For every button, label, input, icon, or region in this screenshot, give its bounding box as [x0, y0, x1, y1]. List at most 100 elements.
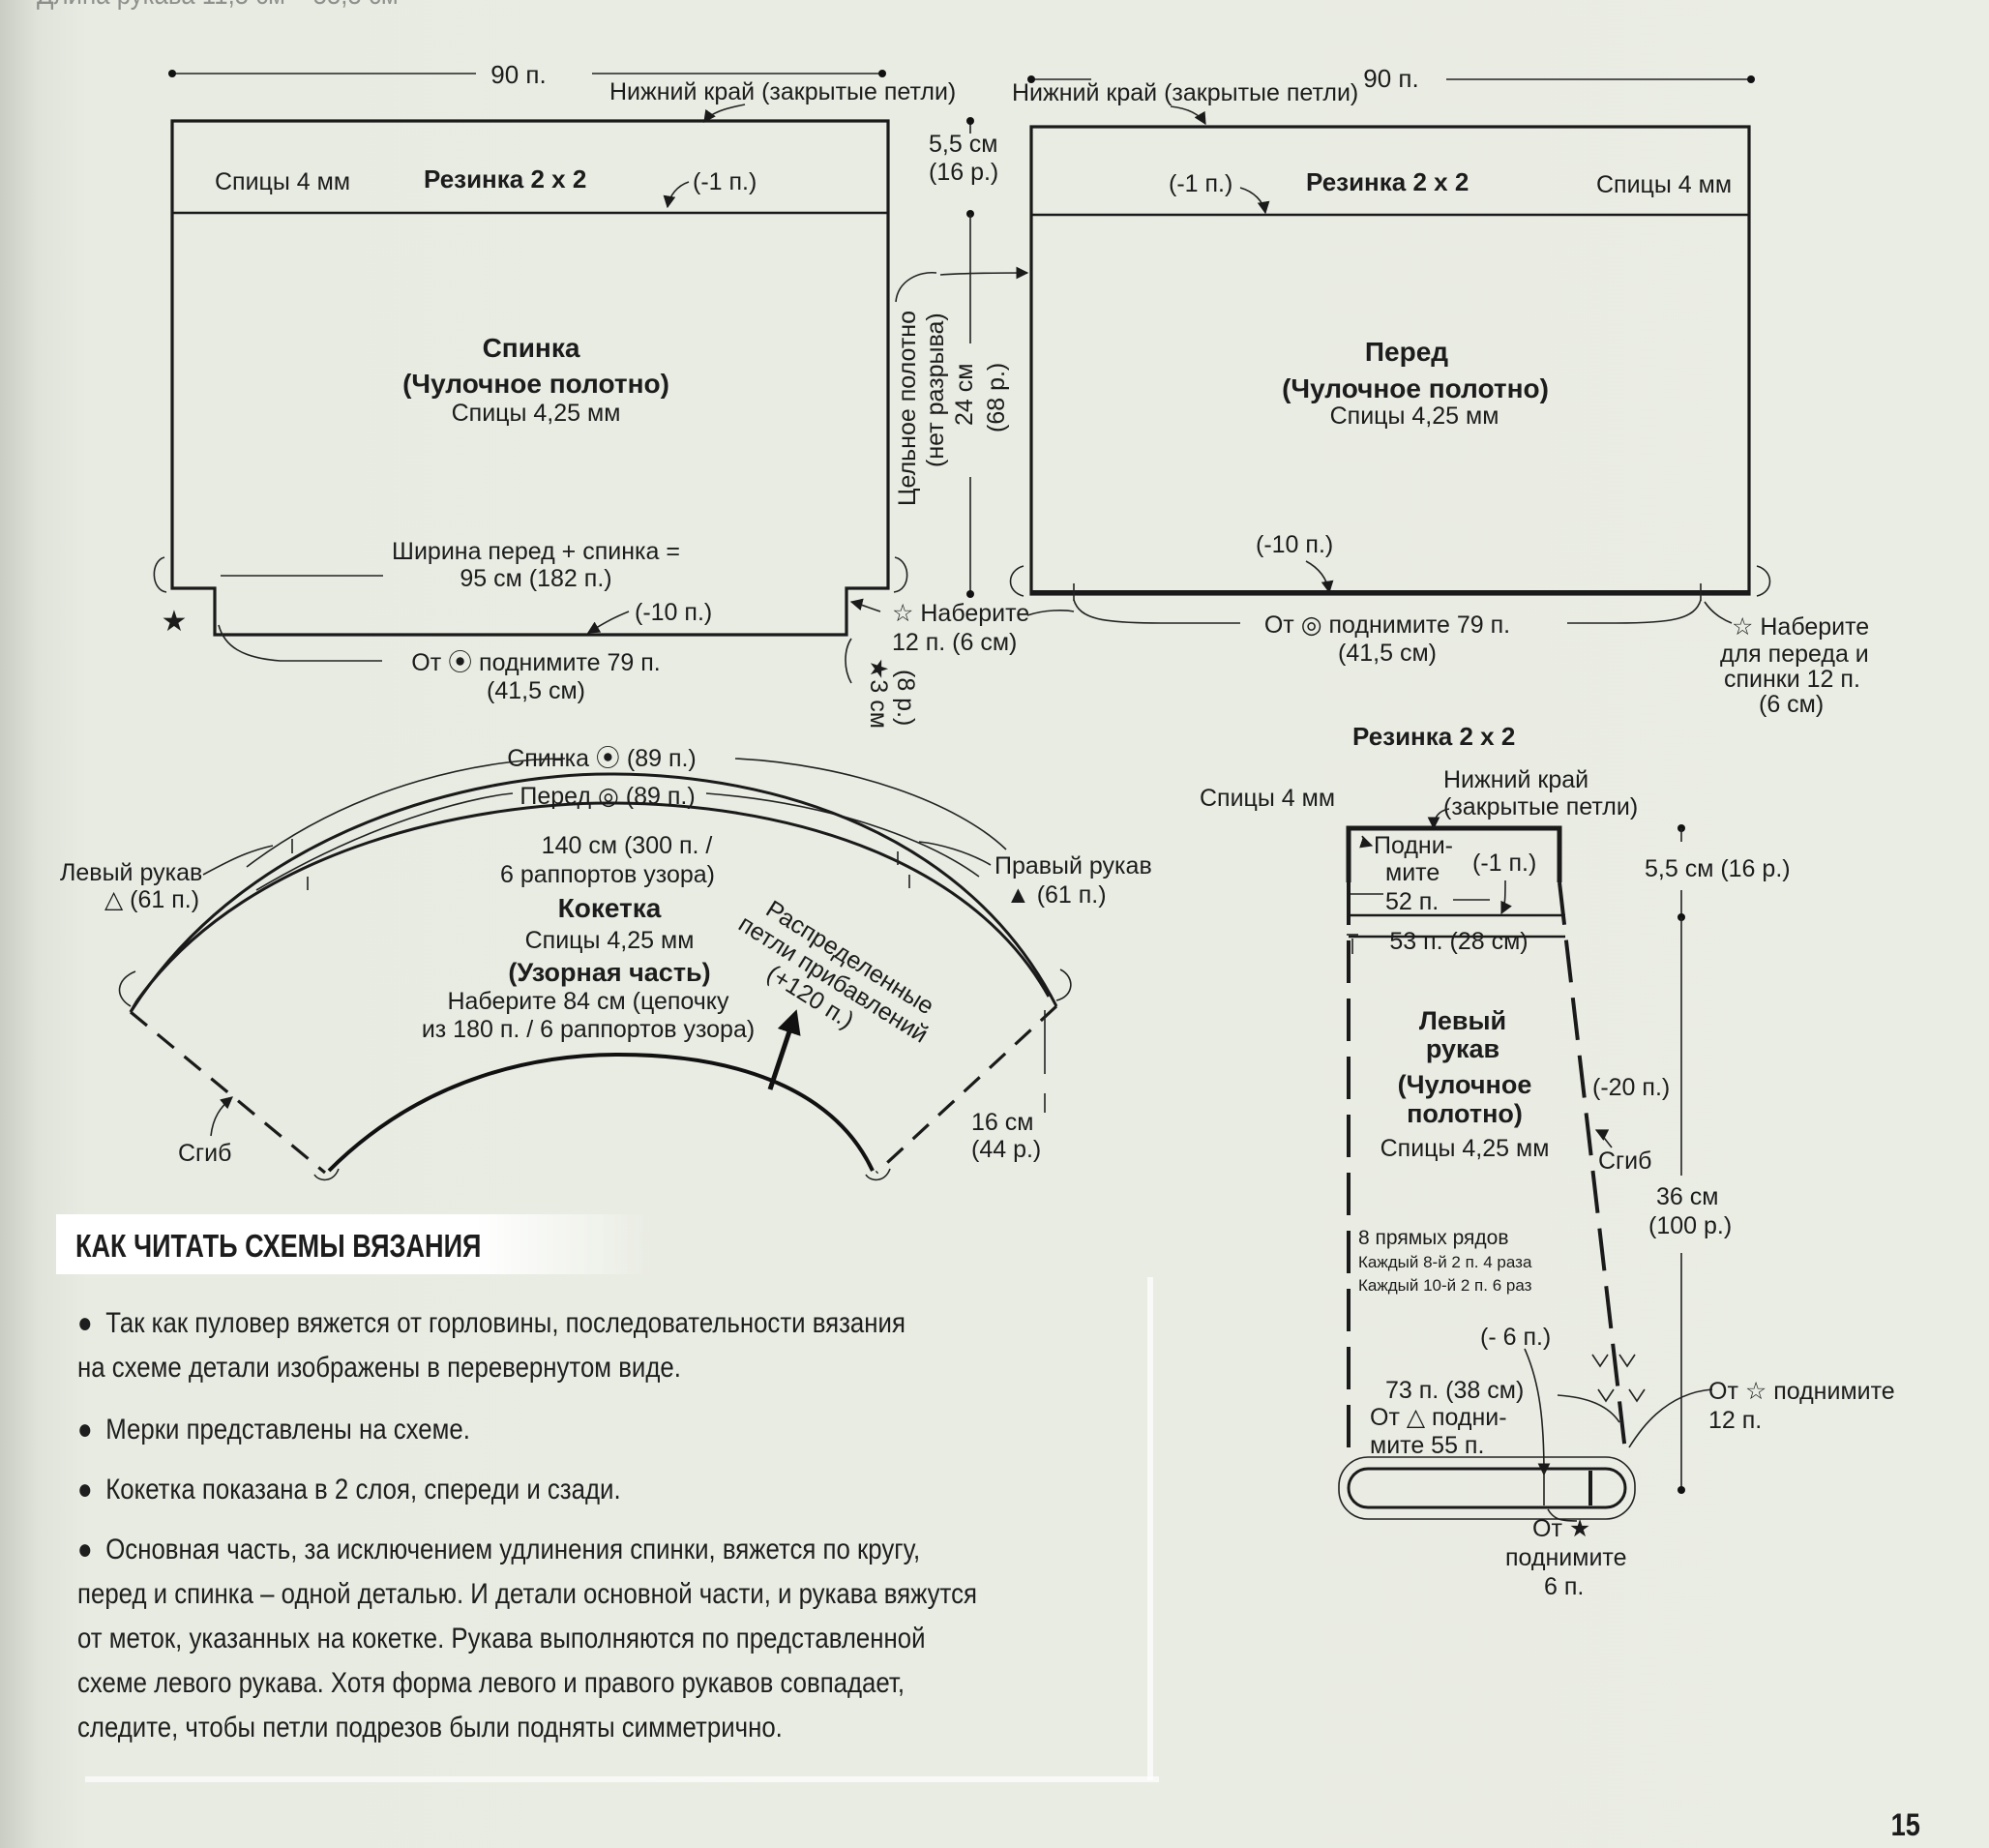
sleeve-from-wstar-2: 12 п.	[1708, 1407, 1762, 1434]
sleeve-edge-2: (закрытые петли)	[1443, 793, 1638, 820]
front-pickup-1: От ◎ поднимите 79 п.	[1264, 611, 1510, 639]
back-width-label: 90 п.	[490, 60, 546, 89]
back-rib-needles: Спицы 4 мм	[215, 168, 350, 195]
front-cast-3: спинки 12 п.	[1724, 666, 1860, 693]
bullet-icon: ●	[77, 1307, 93, 1339]
yoke-fold-label: Сгиб	[178, 1140, 231, 1167]
sleeve-dec6: (- 6 п.)	[1480, 1324, 1551, 1351]
sleeve-fold: Сгиб	[1598, 1148, 1651, 1175]
sleeve-rib-height: 5,5 см (16 р.)	[1645, 855, 1791, 882]
left-sleeve-label-2: △ (61 п.)	[104, 886, 199, 913]
sleeve-piece: Резинка 2 х 2 Спицы 4 мм Нижний край (за…	[1200, 722, 1895, 1600]
back-ext-1: ★3 см	[865, 658, 892, 729]
front-rib-needles: Спицы 4 мм	[1596, 171, 1732, 198]
sleeve-length-2: (100 р.)	[1648, 1212, 1732, 1239]
back-pickup-1: От ⦿ поднимите 79 п.	[411, 649, 660, 676]
sleeve-from-tri-1: От △ подни-	[1370, 1404, 1507, 1431]
sleeve-from-wstar-1: От ☆ поднимите	[1708, 1378, 1895, 1405]
front-width-label: 90 п.	[1363, 64, 1418, 93]
black-star-icon: ★	[162, 606, 188, 638]
solid-fabric-1: Цельное полотно	[894, 311, 921, 506]
sleeve-every8: Каждый 8-й 2 п. 4 раза	[1358, 1253, 1532, 1271]
sleeve-needles: Спицы 4,25 мм	[1380, 1135, 1550, 1162]
front-pickup-2: (41,5 см)	[1338, 640, 1437, 667]
sleeve-pick-3: 52 п.	[1385, 888, 1439, 915]
front-dec10: (-10 п.)	[1256, 531, 1333, 558]
page-number: 15	[1890, 1807, 1920, 1842]
yoke-cast-2: из 180 п. / 6 раппортов узора)	[422, 1016, 755, 1043]
sleeve-top-edge	[1346, 825, 1562, 882]
yoke-back-label: Спинка ⦿ (89 п.)	[507, 745, 697, 772]
rib-height-2: (16 р.)	[929, 159, 998, 186]
back-cast-2: 12 п. (6 см)	[892, 629, 1017, 656]
front-cast-4: (6 см)	[1759, 691, 1824, 718]
front-title: Перед	[1365, 337, 1448, 367]
howto-paragraph-3: ●Кокетка показана в 2 слоя, спереди и сз…	[77, 1468, 1159, 1512]
how-to-read-title-bar: КАК ЧИТАТЬ СХЕМЫ ВЯЗАНИЯ	[56, 1214, 656, 1274]
yoke-piece: Спинка ⦿ (89 п.) Перед ◎ (89 п.) 140 см …	[60, 745, 1152, 1181]
sleeve-st73: 73 п. (38 см)	[1385, 1377, 1524, 1404]
front-piece: 90 п. Нижний край (закрытые петли) (-1 п…	[1009, 64, 1869, 718]
decor-dash	[1147, 1277, 1153, 1780]
sleeve-st53: 53 п. (28 см)	[1389, 928, 1528, 955]
sleeve-from-star-1: От ★	[1532, 1515, 1590, 1542]
sleeve-length-1: 36 см	[1656, 1183, 1718, 1210]
front-needles: Спицы 4,25 мм	[1330, 402, 1499, 430]
howto-paragraph-2: ●Мерки представлены на схеме.	[77, 1408, 1159, 1452]
middle-dimensions: 5,5 см (16 р.) Цельное полотно (нет разр…	[894, 117, 1029, 598]
yoke-title: Кокетка	[558, 893, 662, 923]
right-sleeve-label-1: Правый рукав	[994, 852, 1152, 879]
sleeve-dec20: (-20 п.)	[1592, 1074, 1670, 1101]
sleeve-edge-1: Нижний край	[1443, 766, 1588, 793]
back-subtitle: (Чулочное полотно)	[402, 369, 669, 399]
body-height-2: (68 р.)	[983, 363, 1010, 432]
back-width-total-1: Ширина перед + спинка =	[392, 538, 680, 565]
sleeve-straight-rows: 8 прямых рядов	[1358, 1227, 1508, 1249]
cropped-top-text: Длина рукава 11,5 см – 55,5 см	[37, 0, 399, 12]
yoke-outer-arc	[129, 772, 1058, 1013]
sleeve-sub-2: полотно)	[1407, 1099, 1523, 1128]
back-width-total-2: 95 см (182 п.)	[460, 565, 611, 592]
bullet-icon: ●	[77, 1414, 93, 1446]
back-ext-2: (8 р.)	[892, 670, 919, 726]
sleeve-bottom-band	[1347, 1467, 1627, 1509]
yoke-needles: Спицы 4,25 мм	[525, 927, 695, 954]
yoke-height-1: 16 см	[971, 1109, 1033, 1136]
sleeve-title-2: рукав	[1426, 1034, 1499, 1063]
yoke-total-1: 140 см (300 п. /	[542, 832, 713, 859]
front-cast-2: для переда и	[1720, 641, 1869, 668]
sleeve-from-star-2: поднимите	[1505, 1544, 1626, 1571]
sleeve-pick-2: мите	[1385, 859, 1440, 886]
sleeve-pick-1: Подни-	[1374, 832, 1453, 859]
sleeve-every10: Каждый 10-й 2 п. 6 раз	[1358, 1276, 1532, 1295]
front-cast-1: ☆ Наберите	[1732, 613, 1869, 641]
back-pickup-2: (41,5 см)	[487, 677, 585, 704]
how-to-read-title: КАК ЧИТАТЬ СХЕМЫ ВЯЗАНИЯ	[75, 1228, 482, 1264]
bullet-icon: ●	[77, 1534, 93, 1565]
back-rib-title: Резинка 2 х 2	[424, 164, 586, 194]
back-piece: 90 п. Нижний край (закрытые петли) Спицы…	[153, 60, 1075, 729]
back-outline	[170, 119, 890, 637]
sleeve-from-tri-2: мите 55 п.	[1370, 1432, 1484, 1459]
front-rib-title: Резинка 2 х 2	[1306, 167, 1469, 196]
yoke-inner-arc	[135, 801, 1051, 1001]
back-cast-1: ☆ Наберите	[892, 600, 1029, 627]
sleeve-rib-title: Резинка 2 х 2	[1352, 722, 1515, 751]
yoke-cast-on-edge	[327, 1052, 875, 1173]
sleeve-sub-1: (Чулочное	[1398, 1070, 1532, 1099]
rib-height-1: 5,5 см	[929, 131, 997, 158]
yoke-pattern: (Узорная часть)	[508, 958, 710, 987]
sleeve-from-star-3: 6 п.	[1544, 1573, 1584, 1600]
sleeve-title-1: Левый	[1419, 1006, 1506, 1035]
bullet-icon: ●	[77, 1474, 93, 1505]
back-needles: Спицы 4,25 мм	[452, 400, 621, 427]
back-bottom-edge-label: Нижний край (закрытые петли)	[609, 78, 956, 105]
front-dec1: (-1 п.)	[1169, 170, 1232, 197]
yoke-height-2: (44 р.)	[971, 1136, 1041, 1163]
front-subtitle: (Чулочное полотно)	[1282, 373, 1549, 403]
back-dec10: (-10 п.)	[635, 599, 712, 626]
front-bottom-edge-label: Нижний край (закрытые петли)	[1012, 79, 1358, 106]
decor-dash	[85, 1776, 1159, 1782]
